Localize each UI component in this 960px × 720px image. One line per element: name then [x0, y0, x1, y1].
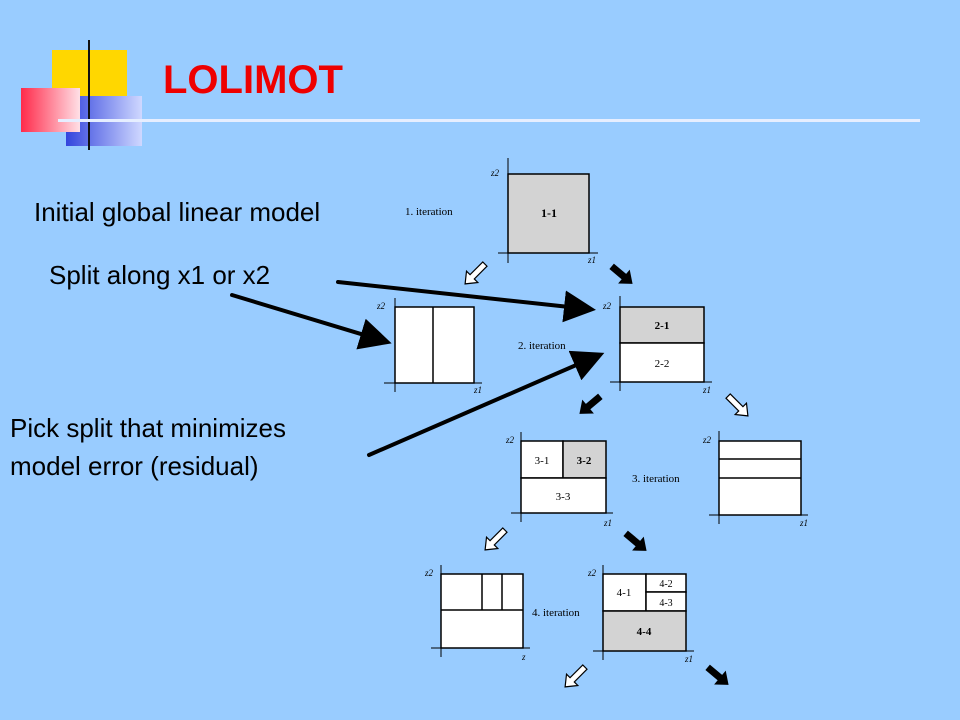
- cell-2-1-label: 2-1: [655, 320, 670, 332]
- solid-arrow-icon: [609, 263, 633, 284]
- iteration-4-right-panel: 4-1 4-2 4-3 4-4 z2 z1: [587, 565, 694, 664]
- label-pick-split-line2: model error (residual): [10, 451, 259, 481]
- axis-label-z2: z2: [602, 301, 612, 311]
- title-rule: [58, 119, 920, 122]
- cell-2-1-box: [619, 306, 705, 344]
- deco-red-square: [21, 88, 80, 132]
- cell-3-3-box: [520, 477, 607, 514]
- cell-4-1-label: 4-1: [617, 587, 632, 599]
- axis-label-z2: z2: [505, 435, 515, 445]
- axis-label-z1: z1: [684, 654, 693, 664]
- iteration-4-left-panel: z2 z 4. iteration: [424, 565, 580, 662]
- iteration-3-left-panel: 3-1 3-2 3-3 z2 z1 3. iteration: [505, 432, 680, 528]
- cell-4-4-box: [602, 610, 687, 652]
- hollow-arrow-icon: [484, 527, 508, 551]
- cell-2-2-label: 2-2: [655, 358, 670, 370]
- iteration-2-right-panel: 2-1 2-2 z2 z1 2. iteration: [518, 296, 712, 395]
- hollow-arrow-icon: [464, 261, 488, 285]
- axis-label-z2: z2: [587, 568, 597, 578]
- deco-vertical-line: [88, 40, 90, 150]
- label-pick-split-line1: Pick split that minimizes: [10, 413, 286, 443]
- cell-2-2-box: [619, 342, 705, 383]
- pointer-split-to-iteration-2-right: [336, 280, 596, 323]
- split-box: [394, 306, 475, 384]
- axis-label-z1: z1: [702, 385, 711, 395]
- hollow-arrow-icon: [564, 664, 588, 688]
- iteration-3-right-panel: z2 z1: [702, 431, 808, 528]
- cell-3-2-label: 3-2: [577, 455, 592, 467]
- slide-title: LOLIMOT: [163, 58, 343, 102]
- cell-4-1-box: [602, 573, 647, 612]
- label-split: Split along x1 or x2: [49, 260, 271, 290]
- solid-arrow-icon: [623, 530, 647, 551]
- cell-3-3-label: 3-3: [556, 491, 571, 503]
- cell-4-4-label: 4-4: [637, 626, 652, 638]
- axis-label-z2: z2: [702, 435, 712, 445]
- solid-arrow-icon: [579, 393, 603, 414]
- hollow-arrow-icon: [725, 393, 749, 417]
- pointer-split-to-iteration-2-left: [230, 293, 392, 350]
- label-initial-model: Initial global linear model: [34, 197, 321, 227]
- solid-arrow-icon: [705, 664, 729, 685]
- iteration-2-left-panel: z2 z1: [376, 298, 482, 395]
- axis-label-z2: z2: [424, 568, 434, 578]
- iteration-3-label: 3. iteration: [632, 473, 680, 485]
- cell-1-1-label: 1-1: [541, 206, 557, 220]
- cell-4-3-label: 4-3: [659, 598, 672, 609]
- iteration-2-label: 2. iteration: [518, 340, 566, 352]
- axis-label-z1: z1: [799, 518, 808, 528]
- cell-1-1-box: [507, 173, 590, 254]
- iteration-1-panel: 1-1 z2 z1 1. iteration: [405, 158, 598, 265]
- axis-label-z: z: [521, 652, 526, 662]
- cell-3-1-label: 3-1: [535, 455, 550, 467]
- iteration-4-label: 4. iteration: [532, 607, 580, 619]
- axis-label-z1: z1: [473, 385, 482, 395]
- pointer-pick-to-iteration-2-right: [367, 350, 605, 457]
- axis-label-z2: z2: [376, 301, 386, 311]
- axis-label-z1: z1: [587, 255, 596, 265]
- iteration-1-label: 1. iteration: [405, 206, 453, 218]
- axis-label-z1: z1: [603, 518, 612, 528]
- axis-label-z2: z2: [490, 168, 500, 178]
- cell-4-2-label: 4-2: [659, 579, 672, 590]
